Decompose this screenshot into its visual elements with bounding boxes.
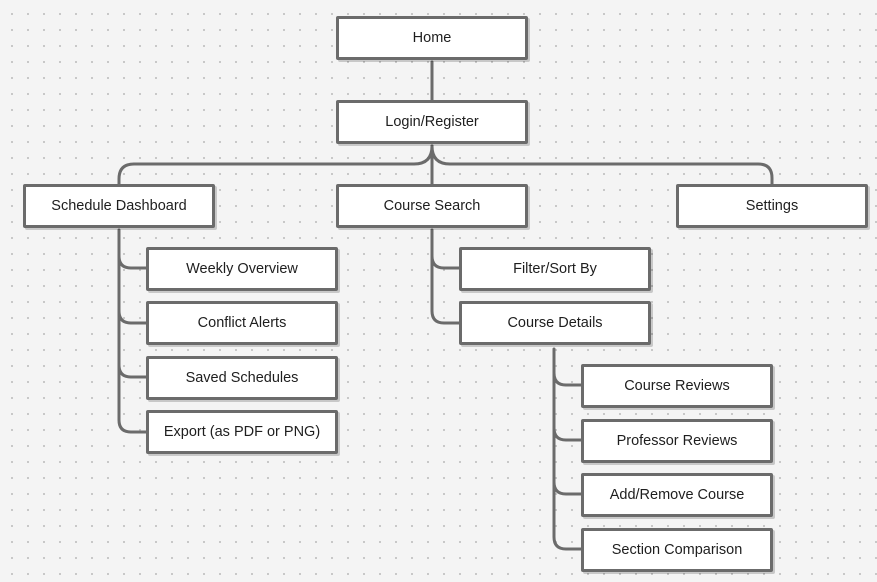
node-saved-schedules[interactable]: Saved Schedules — [146, 356, 338, 400]
connector-professor-reviews — [552, 426, 583, 442]
node-professor-reviews[interactable]: Professor Reviews — [581, 419, 773, 463]
node-course-search[interactable]: Course Search — [336, 184, 528, 228]
node-section-comparison[interactable]: Section Comparison — [581, 528, 773, 572]
node-settings[interactable]: Settings — [676, 184, 868, 228]
node-conflict-alerts[interactable]: Conflict Alerts — [146, 301, 338, 345]
node-export[interactable]: Export (as PDF or PNG) — [146, 410, 338, 454]
connector-course-reviews — [552, 371, 583, 387]
connector-weekly-overview — [117, 254, 148, 270]
node-home[interactable]: Home — [336, 16, 528, 60]
connector-course-search-children — [430, 228, 461, 325]
connector-saved-schedules — [117, 363, 148, 379]
connector-login-schedule-dashboard — [117, 144, 434, 186]
node-weekly-overview[interactable]: Weekly Overview — [146, 247, 338, 291]
node-schedule-dashboard[interactable]: Schedule Dashboard — [23, 184, 215, 228]
connector-login-settings — [430, 144, 774, 186]
connector-filter-sort — [430, 254, 461, 270]
connector-conflict-alerts — [117, 309, 148, 325]
node-filter-sort[interactable]: Filter/Sort By — [459, 247, 651, 291]
node-course-reviews[interactable]: Course Reviews — [581, 364, 773, 408]
connector-course-details-children — [552, 347, 583, 551]
node-login-register[interactable]: Login/Register — [336, 100, 528, 144]
node-course-details[interactable]: Course Details — [459, 301, 651, 345]
connector-add-remove-course — [552, 480, 583, 496]
node-add-remove-course[interactable]: Add/Remove Course — [581, 473, 773, 517]
connector-schedule-dashboard-children — [117, 228, 148, 434]
